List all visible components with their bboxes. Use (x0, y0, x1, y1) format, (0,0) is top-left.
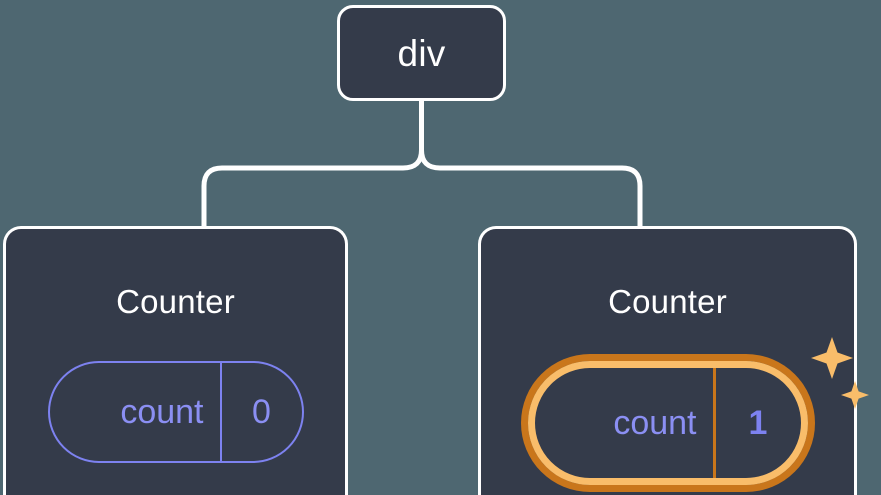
state-pill-count-0[interactable]: count 0 (47, 361, 304, 463)
sparkle-large-icon (810, 337, 853, 379)
node-div[interactable]: div (337, 5, 506, 101)
connector-to-right-counter (419, 98, 643, 231)
state-value-cell: 1 (712, 368, 801, 478)
state-key-label: count (613, 404, 697, 442)
node-div-label: div (397, 32, 446, 74)
state-value-label: 1 (748, 404, 768, 442)
counter-right-state-wrap: count 1 (527, 337, 869, 485)
node-counter-left[interactable]: Counter count 0 (3, 226, 348, 495)
state-key-cell: count (50, 363, 220, 461)
state-key-label: count (120, 393, 204, 431)
sparkle-small-icon (840, 381, 869, 409)
node-counter-right[interactable]: Counter count 1 (478, 226, 869, 495)
counter-left-state-wrap: count 0 (47, 361, 304, 463)
connector-to-left-counter (201, 98, 424, 231)
counter-left-title: Counter (116, 283, 235, 320)
sparkle-group (810, 337, 869, 409)
state-key-cell: count (535, 368, 713, 478)
state-value-cell: 0 (219, 363, 302, 461)
counter-right-title: Counter (608, 283, 727, 320)
state-value-label: 0 (252, 393, 271, 431)
state-pill-count-1[interactable]: count 1 (527, 361, 808, 485)
